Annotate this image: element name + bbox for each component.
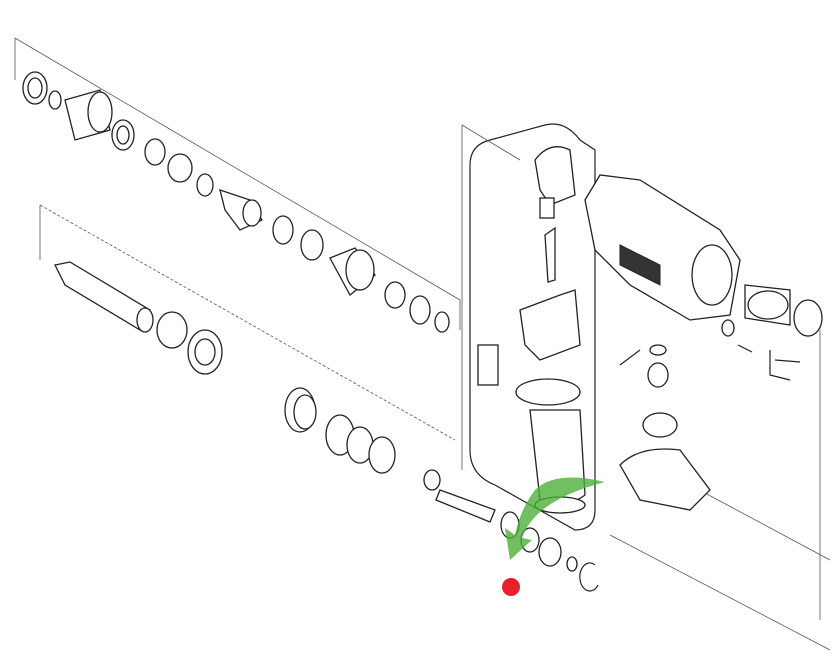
guide-line <box>609 534 831 651</box>
panel-handle <box>461 123 596 531</box>
motor-parts <box>54 261 223 375</box>
gear-parts <box>22 71 450 333</box>
panel-middle-left <box>39 204 456 441</box>
curved-arrow-icon <box>505 477 605 560</box>
ring-parts <box>284 387 599 592</box>
housing-parts <box>584 174 823 511</box>
red-dot-icon[interactable] <box>502 578 520 596</box>
panel-upper-left <box>14 37 461 330</box>
handle-parts <box>477 146 586 514</box>
guide-line <box>689 484 831 561</box>
